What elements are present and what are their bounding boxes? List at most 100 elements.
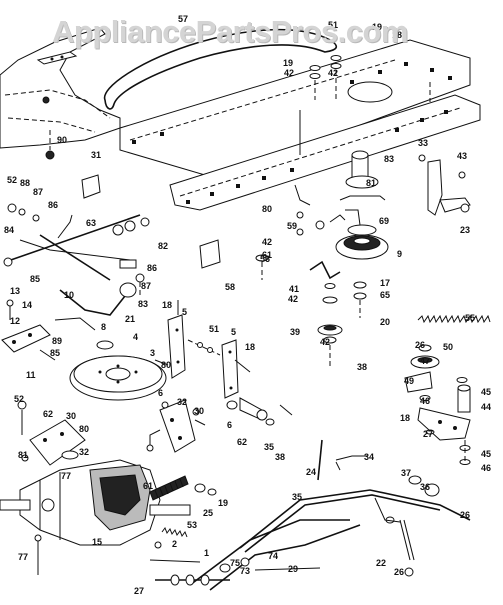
part-label-38: 38 bbox=[357, 362, 367, 372]
shift-rod-22 bbox=[189, 519, 361, 591]
spring-2 bbox=[161, 526, 188, 538]
part-label-53: 53 bbox=[187, 520, 197, 530]
part-label-26: 26 bbox=[460, 510, 470, 520]
part-label-88: 88 bbox=[20, 178, 30, 188]
tractor-frame bbox=[119, 39, 481, 211]
part-label-77: 77 bbox=[18, 552, 28, 562]
part-label-63: 63 bbox=[86, 218, 96, 228]
watermark: AppliancePartsPros.com bbox=[52, 14, 408, 49]
part-label-20: 20 bbox=[380, 317, 390, 327]
part-label-45: 45 bbox=[481, 449, 491, 459]
part-label-50: 50 bbox=[443, 342, 453, 352]
part-label-87: 87 bbox=[141, 281, 151, 291]
part-label-24: 24 bbox=[306, 467, 316, 477]
mounting-plate bbox=[1, 299, 56, 361]
bracket-46 bbox=[417, 377, 471, 465]
part-label-59: 59 bbox=[287, 221, 297, 231]
part-label-19: 19 bbox=[372, 22, 382, 32]
part-label-30: 30 bbox=[194, 406, 204, 416]
part-label-47: 47 bbox=[420, 356, 430, 366]
part-label-62: 62 bbox=[43, 409, 53, 419]
clutch-shaft-assembly bbox=[3, 203, 150, 296]
part-label-42: 42 bbox=[328, 68, 338, 78]
part-label-26: 26 bbox=[394, 567, 404, 577]
part-label-36: 36 bbox=[420, 482, 430, 492]
part-label-89: 89 bbox=[52, 336, 62, 346]
part-label-27: 27 bbox=[423, 429, 433, 439]
part-label-19: 19 bbox=[283, 58, 293, 68]
part-label-84: 84 bbox=[4, 225, 14, 235]
part-label-62: 62 bbox=[237, 437, 247, 447]
rods-34-37 bbox=[317, 439, 368, 481]
part-label-74: 74 bbox=[268, 551, 278, 561]
part-label-42: 42 bbox=[262, 237, 272, 247]
brake-bracket bbox=[146, 399, 206, 453]
part-label-83: 83 bbox=[138, 299, 148, 309]
part-label-45: 45 bbox=[481, 387, 491, 397]
part-label-80: 80 bbox=[79, 424, 89, 434]
part-label-29: 29 bbox=[288, 564, 298, 574]
part-label-56: 56 bbox=[260, 254, 270, 264]
part-label-2: 2 bbox=[172, 539, 177, 549]
part-label-81: 81 bbox=[366, 178, 376, 188]
plate-31 bbox=[81, 174, 101, 199]
part-label-38: 38 bbox=[275, 452, 285, 462]
part-label-30: 30 bbox=[66, 411, 76, 421]
part-label-58: 58 bbox=[225, 282, 235, 292]
part-label-61: 61 bbox=[143, 481, 153, 491]
part-label-69: 69 bbox=[379, 216, 389, 226]
part-label-46: 46 bbox=[481, 463, 491, 473]
part-label-61: 61 bbox=[262, 250, 272, 260]
part-label-11: 11 bbox=[26, 370, 36, 380]
drive-belt bbox=[103, 28, 338, 110]
part-label-33: 33 bbox=[418, 138, 428, 148]
part-label-19: 19 bbox=[218, 498, 228, 508]
part-label-6: 6 bbox=[227, 420, 232, 430]
part-label-86: 86 bbox=[48, 200, 58, 210]
part-label-18: 18 bbox=[400, 413, 410, 423]
idler-brackets bbox=[154, 300, 251, 399]
part-label-52: 52 bbox=[7, 175, 17, 185]
lift-lever bbox=[54, 282, 137, 331]
deck-shroud bbox=[0, 27, 121, 149]
bracket-58 bbox=[199, 239, 221, 269]
part-label-18: 18 bbox=[392, 30, 402, 40]
spring-55 bbox=[417, 314, 491, 324]
part-label-86: 86 bbox=[147, 263, 157, 273]
part-label-8: 8 bbox=[101, 322, 106, 332]
part-label-42: 42 bbox=[320, 337, 330, 347]
part-label-43: 43 bbox=[457, 151, 467, 161]
part-label-37: 37 bbox=[401, 468, 411, 478]
part-label-77: 77 bbox=[61, 471, 71, 481]
part-label-41: 41 bbox=[289, 284, 299, 294]
part-label-21: 21 bbox=[125, 314, 135, 324]
part-label-15: 15 bbox=[92, 537, 102, 547]
part-label-10: 10 bbox=[64, 290, 74, 300]
spacer-sleeves bbox=[226, 397, 293, 426]
spring-25 bbox=[149, 475, 189, 501]
part-label-17: 17 bbox=[380, 278, 390, 288]
part-label-49: 49 bbox=[404, 376, 414, 386]
part-label-32: 32 bbox=[79, 447, 89, 457]
part-label-14: 14 bbox=[22, 300, 32, 310]
part-label-81: 81 bbox=[18, 450, 28, 460]
part-label-51: 51 bbox=[328, 20, 338, 30]
brake-rod-assembly bbox=[239, 475, 471, 577]
part-label-51: 51 bbox=[209, 324, 219, 334]
part-label-12: 12 bbox=[10, 316, 20, 326]
part-label-85: 85 bbox=[50, 348, 60, 358]
part-label-18: 18 bbox=[162, 300, 172, 310]
part-label-44: 44 bbox=[481, 402, 491, 412]
part-label-39: 39 bbox=[290, 327, 300, 337]
part-label-32: 32 bbox=[177, 397, 187, 407]
part-label-27: 27 bbox=[134, 586, 144, 596]
part-label-73: 73 bbox=[240, 566, 250, 576]
part-label-5: 5 bbox=[231, 327, 236, 337]
part-label-83: 83 bbox=[384, 154, 394, 164]
bracket-23 bbox=[418, 154, 471, 216]
part-label-35: 35 bbox=[264, 442, 274, 452]
part-label-65: 65 bbox=[380, 290, 390, 300]
part-label-6: 6 bbox=[158, 388, 163, 398]
part-label-90: 90 bbox=[57, 135, 67, 145]
